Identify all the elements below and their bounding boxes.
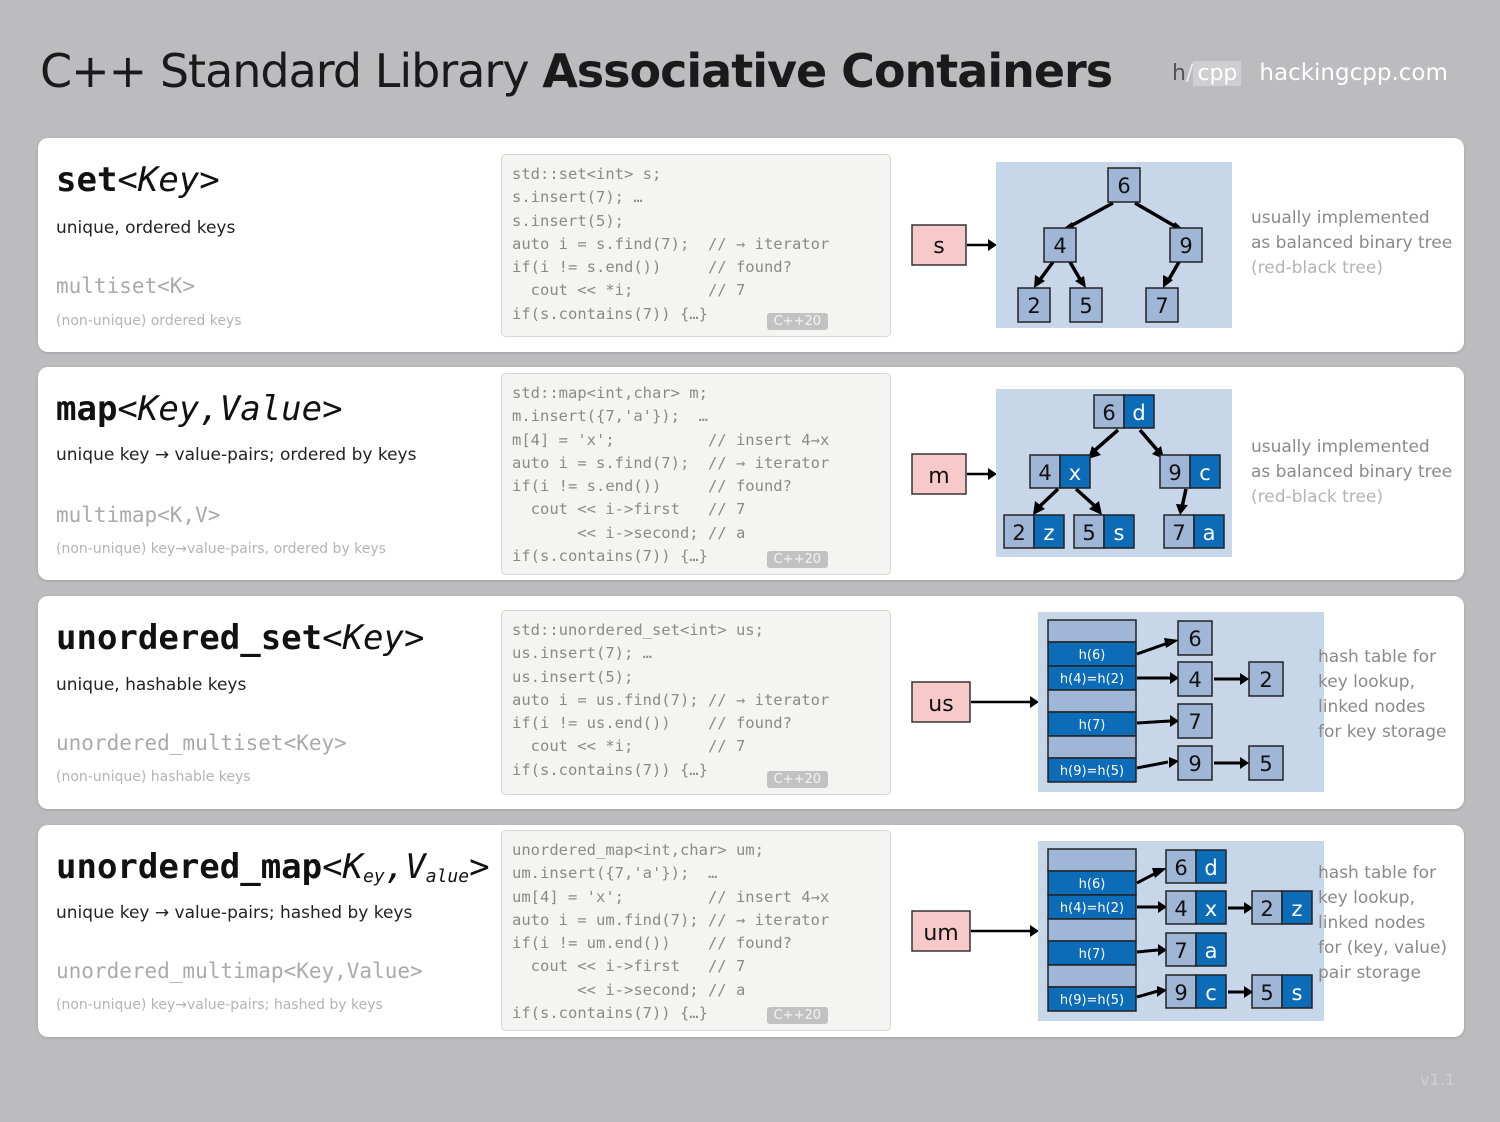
tree-node-value: a <box>1203 521 1216 545</box>
container-name: map<Key,Value> <box>56 389 343 429</box>
container-name: unordered_set<Key> <box>56 618 425 658</box>
hash-map-diagram: um h(6) h(4)=h(2) h(7) h(9)=h(5) <box>911 841 1324 1021</box>
code-example: std::unordered_set<int> us; us.insert(7)… <box>501 610 891 795</box>
tree-node-value: d <box>1132 401 1145 425</box>
impl-note: hash table for key lookup, linked nodes … <box>1318 863 1448 983</box>
card-set: set<Key> unique, ordered keys multiset<K… <box>38 138 1464 352</box>
cpp20-badge: C++20 <box>766 771 828 788</box>
cpp20-badge: C++20 <box>766 313 828 330</box>
var-label: us <box>928 692 953 717</box>
hash-node: 6 <box>1188 627 1201 651</box>
tree-node-value: z <box>1043 521 1054 545</box>
hash-bucket: h(6) <box>1079 648 1106 663</box>
hash-bucket: h(7) <box>1079 718 1106 733</box>
tree-node-value: c <box>1199 461 1211 485</box>
impl-note: hash table for key lookup, linked nodes … <box>1318 647 1447 742</box>
hash-node-value: s <box>1292 981 1303 1005</box>
hash-bucket: h(4)=h(2) <box>1060 901 1124 916</box>
hash-node: 9 <box>1188 752 1201 776</box>
tree-node-value: x <box>1069 461 1081 485</box>
code-example: std::map<int,char> m; m.insert({7,'a'});… <box>501 373 891 575</box>
card-unordered-map: unordered_map<Key,Value> unique key → va… <box>38 825 1464 1037</box>
tree-node-key: 2 <box>1012 521 1025 545</box>
logo-site: hackingcpp.com <box>1259 60 1448 86</box>
multi-name: multiset<K> <box>56 274 196 298</box>
hash-node-key: 2 <box>1260 897 1273 921</box>
set-tree-diagram: s 6 4 9 2 <box>911 162 1232 328</box>
hash-bucket: h(4)=h(2) <box>1060 672 1124 687</box>
container-name: set<Key> <box>56 160 220 200</box>
code-example: std::set<int> s; s.insert(7); … s.insert… <box>501 154 891 337</box>
site-logo[interactable]: h/cpp hackingcpp.com <box>1172 60 1448 86</box>
multi-name: unordered_multiset<Key> <box>56 731 347 755</box>
impl-note: usually implemented as balanced binary t… <box>1251 208 1453 278</box>
hash-node: 7 <box>1188 710 1201 734</box>
hash-node-value: x <box>1205 897 1217 921</box>
tree-node: 5 <box>1079 294 1092 318</box>
logo-cpp: cpp <box>1193 61 1242 86</box>
hash-node-value: d <box>1204 856 1217 880</box>
hash-node: 5 <box>1259 752 1272 776</box>
hash-bucket: h(9)=h(5) <box>1060 764 1124 779</box>
hash-bucket: h(9)=h(5) <box>1060 993 1124 1008</box>
hash-node: 4 <box>1188 668 1201 692</box>
hash-set-diagram: us h(6) h(4)=h(2) h(7) h(9)=h(5) <box>911 612 1324 792</box>
tree-node: 6 <box>1117 174 1130 198</box>
container-desc: unique key → value-pairs; hashed by keys <box>56 903 413 923</box>
container-desc: unique, ordered keys <box>56 218 236 238</box>
version-label: v1.1 <box>1420 1070 1455 1089</box>
tree-node: 9 <box>1179 234 1192 258</box>
code-example: unordered_map<int,char> um; um.insert({7… <box>501 830 891 1031</box>
hash-node-key: 4 <box>1174 897 1187 921</box>
multi-desc: (non-unique) key→value-pairs, ordered by… <box>56 541 386 557</box>
hash-node: 2 <box>1259 668 1272 692</box>
tree-node-key: 5 <box>1082 521 1095 545</box>
var-label: s <box>933 234 944 259</box>
hash-node-key: 9 <box>1174 981 1187 1005</box>
container-desc: unique, hashable keys <box>56 675 247 695</box>
hash-node-value: z <box>1291 897 1302 921</box>
multi-name: multimap<K,V> <box>56 503 221 527</box>
var-label: m <box>928 464 949 489</box>
hash-node-key: 6 <box>1174 856 1187 880</box>
logo-h: h <box>1172 61 1186 86</box>
tree-node: 4 <box>1053 234 1066 258</box>
multi-desc: (non-unique) key→value-pairs; hashed by … <box>56 997 383 1013</box>
multi-desc: (non-unique) hashable keys <box>56 769 251 785</box>
tree-node-key: 7 <box>1172 521 1185 545</box>
hash-bucket: h(7) <box>1079 947 1106 962</box>
multi-name: unordered_multimap<Key,Value> <box>56 959 423 983</box>
tree-node-key: 4 <box>1038 461 1051 485</box>
impl-note: usually implemented as balanced binary t… <box>1251 437 1453 507</box>
tree-node-value: s <box>1114 521 1125 545</box>
container-desc: unique key → value-pairs; ordered by key… <box>56 445 417 465</box>
hash-bucket: h(6) <box>1079 877 1106 892</box>
container-name: unordered_map<Key,Value> <box>56 847 490 887</box>
hash-node-key: 5 <box>1260 981 1273 1005</box>
page-title: C++ Standard Library Associative Contain… <box>40 44 1113 98</box>
tree-nodes <box>1017 167 1203 323</box>
hash-node-key: 7 <box>1174 939 1187 963</box>
logo-slash: / <box>1185 61 1194 86</box>
hash-node-value: c <box>1205 981 1217 1005</box>
card-unordered-set: unordered_set<Key> unique, hashable keys… <box>38 596 1464 809</box>
tree-node-key: 6 <box>1102 401 1115 425</box>
tree-node-key: 9 <box>1168 461 1181 485</box>
card-map: map<Key,Value> unique key → value-pairs;… <box>38 367 1464 580</box>
cpp20-badge: C++20 <box>766 1007 828 1024</box>
cpp20-badge: C++20 <box>766 551 828 568</box>
hash-node-value: a <box>1205 939 1218 963</box>
multi-desc: (non-unique) ordered keys <box>56 313 242 329</box>
var-label: um <box>923 921 958 946</box>
tree-node: 2 <box>1027 294 1040 318</box>
tree-node: 7 <box>1155 294 1168 318</box>
